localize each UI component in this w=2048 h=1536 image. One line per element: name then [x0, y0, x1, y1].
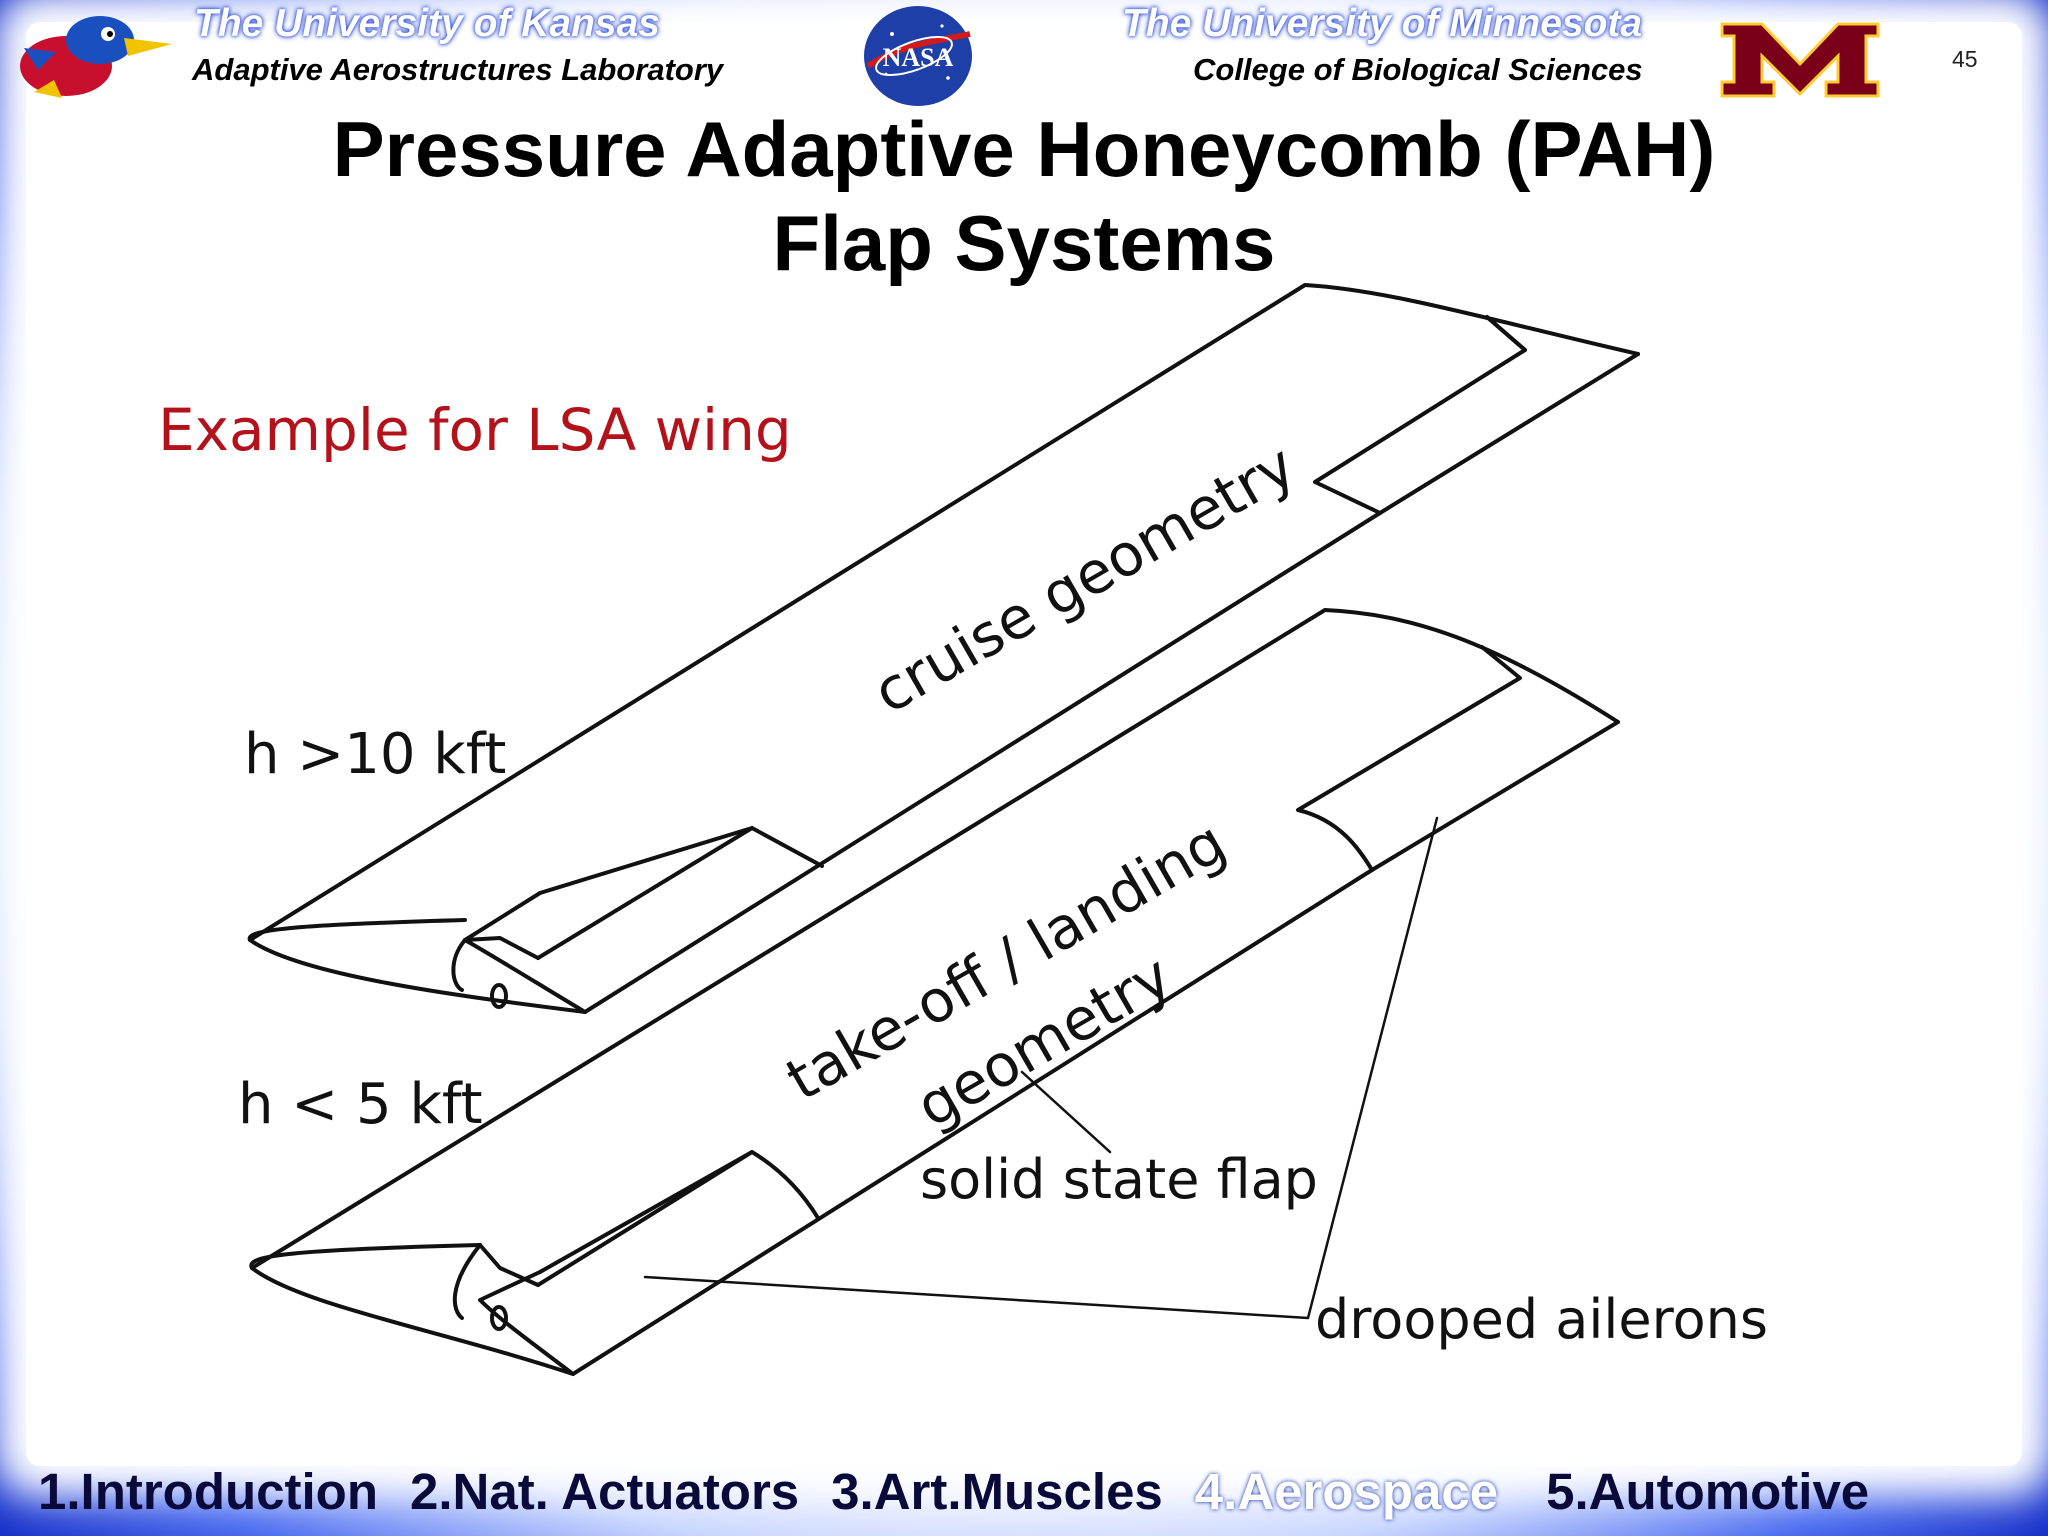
cruise-wing-outline	[247, 283, 1640, 1014]
nav-item-automotive[interactable]: 5.Automotive	[1546, 1463, 1870, 1520]
nav-item-introduction[interactable]: 1.Introduction	[38, 1463, 378, 1520]
takeoff-wing-outline	[249, 608, 1620, 1376]
drooped-ailerons-label: drooped ailerons	[1315, 1288, 1769, 1351]
nasa-logo-text: NASA	[883, 43, 954, 72]
nav-item-artificial-muscles[interactable]: 3.Art.Muscles	[831, 1463, 1163, 1520]
minnesota-m-logo-icon	[1720, 22, 1880, 98]
nav-item-natural-actuators[interactable]: 2.Nat. Actuators	[409, 1463, 800, 1520]
slide-title-line1: Pressure Adaptive Honeycomb (PAH)	[332, 105, 1716, 193]
kansas-title: The University of Kansas	[194, 2, 660, 45]
example-subtitle: Example for LSA wing	[158, 396, 792, 464]
low-altitude-label: h < 5 kft	[238, 1072, 483, 1137]
high-altitude-label: h >10 kft	[244, 722, 507, 787]
slide-canvas	[26, 22, 2022, 1466]
slide-title-line2: Flap Systems	[772, 199, 1276, 287]
leader-lines	[643, 816, 1439, 1320]
slide-number: 45	[1952, 46, 1978, 72]
nasa-logo-icon: NASA	[864, 6, 972, 106]
section-nav: 1.Introduction 2.Nat. Actuators 3.Art.Mu…	[38, 1462, 1901, 1532]
kansas-subtitle: Adaptive Aerostructures Laboratory	[192, 52, 724, 87]
minnesota-subtitle: College of Biological Sciences	[1193, 52, 1643, 87]
solid-state-flap-label: solid state flap	[920, 1148, 1318, 1211]
minnesota-title: The University of Minnesota	[1122, 2, 1643, 45]
jayhawk-logo-icon	[20, 16, 172, 98]
nav-item-aerospace[interactable]: 4.Aerospace	[1194, 1463, 1499, 1520]
